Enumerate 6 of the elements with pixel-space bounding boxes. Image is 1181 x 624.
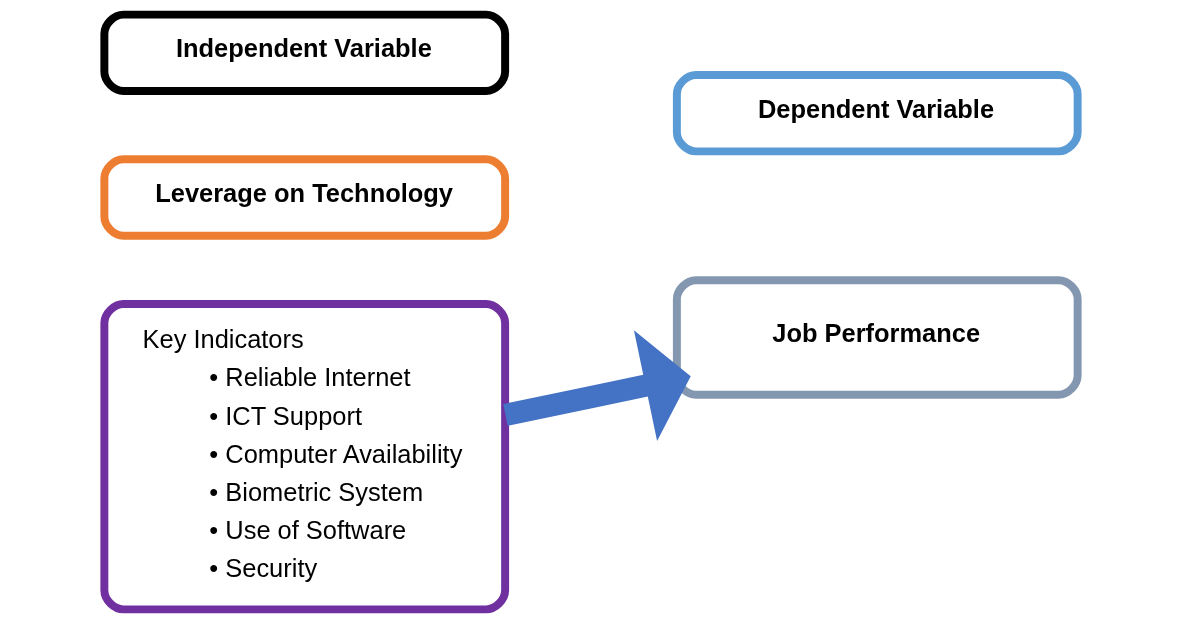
node-box: Key Indicators • Reliable Internet • ICT Support • Computer Availability • Biometric System • Use of Software • Security	[99, 300, 509, 614]
node-box: Job Performance	[672, 276, 1082, 399]
node-box: Dependent Variable	[672, 71, 1082, 156]
arrow	[502, 330, 691, 442]
node-box: Independent Variable	[99, 10, 509, 95]
node-box: Leverage on Technology	[99, 155, 509, 240]
